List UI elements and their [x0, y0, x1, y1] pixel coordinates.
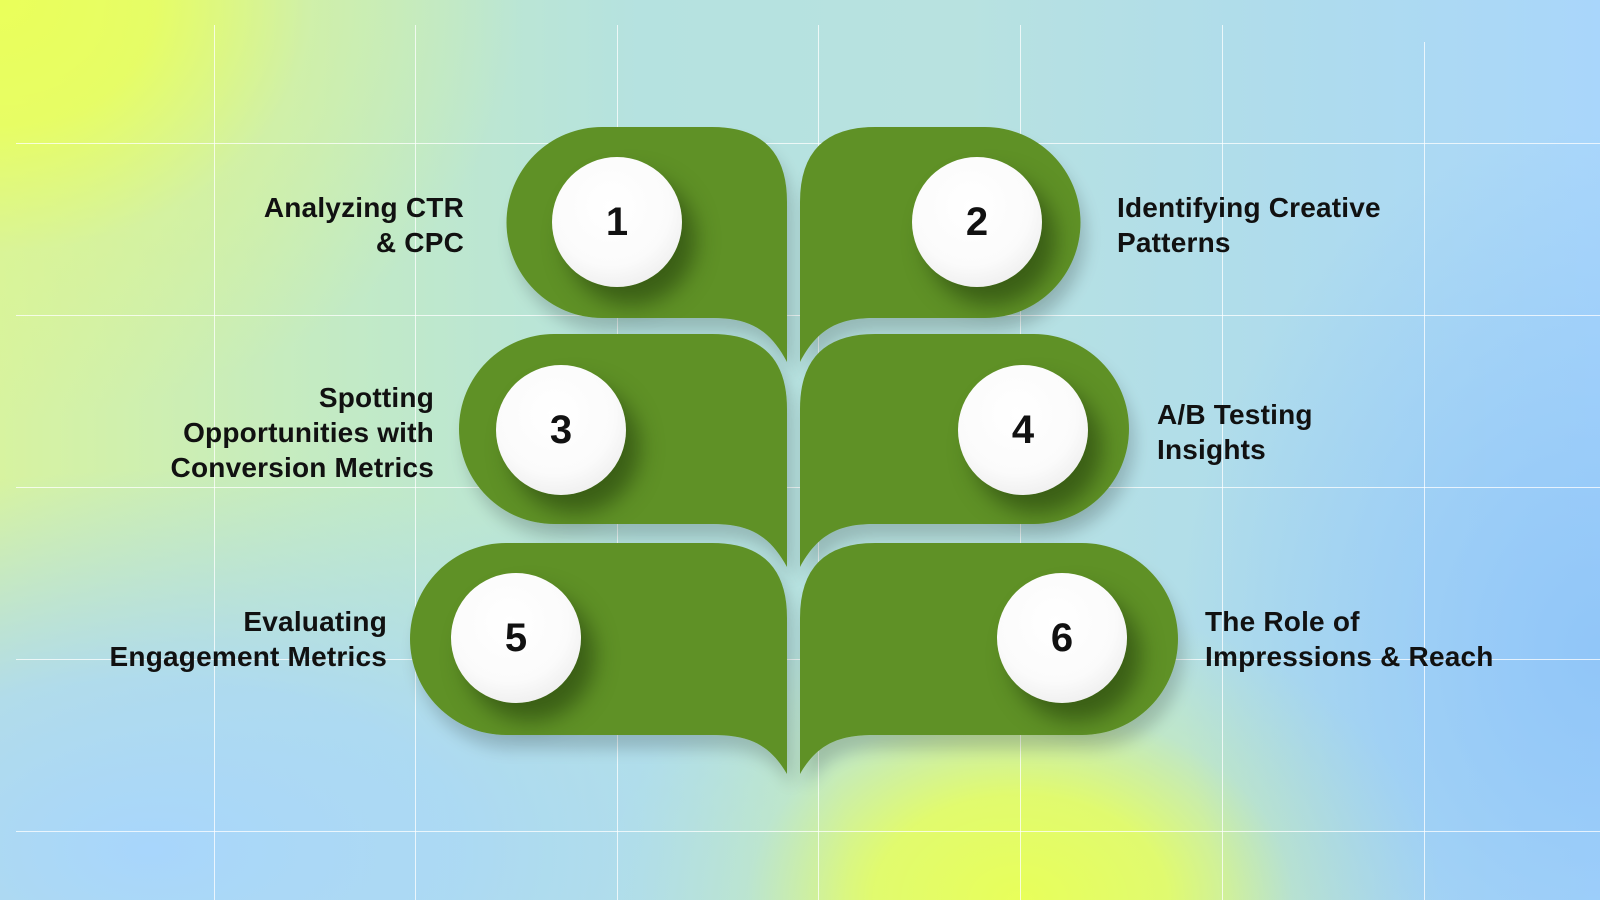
grid-line — [415, 25, 416, 900]
step-number-badge-1: 1 — [552, 157, 682, 287]
step-label-5: Evaluating Engagement Metrics — [110, 604, 387, 674]
step-number-badge-2: 2 — [912, 157, 1042, 287]
step-label-6: The Role of Impressions & Reach — [1205, 604, 1494, 674]
step-label-1: Analyzing CTR & CPC — [264, 190, 464, 260]
grid-line — [1222, 25, 1223, 900]
step-label-line: Insights — [1157, 434, 1266, 465]
grid-line — [16, 143, 1600, 144]
step-label-2: Identifying Creative Patterns — [1117, 190, 1381, 260]
step-label-line: & CPC — [375, 227, 464, 258]
grid-line — [1424, 42, 1425, 900]
step-number-badge-3: 3 — [496, 365, 626, 495]
step-number-badge-5: 5 — [451, 573, 581, 703]
step-number-badge-6: 6 — [997, 573, 1127, 703]
step-label-line: Patterns — [1117, 227, 1231, 258]
step-label-line: The Role of — [1205, 606, 1360, 637]
step-label-3: Spotting Opportunities with Conversion M… — [171, 380, 434, 485]
step-label-line: Opportunities with — [183, 417, 434, 448]
step-number-badge-4: 4 — [958, 365, 1088, 495]
step-label-line: Impressions & Reach — [1205, 641, 1494, 672]
step-label-line: Engagement Metrics — [109, 641, 387, 672]
step-label-line: Analyzing CTR — [263, 192, 464, 223]
grid-line — [16, 831, 1600, 832]
step-label-4: A/B Testing Insights — [1157, 397, 1313, 467]
step-label-line: Spotting — [318, 382, 434, 413]
step-label-line: A/B Testing — [1157, 399, 1313, 430]
grid-line — [214, 25, 215, 900]
step-label-line: Conversion Metrics — [170, 452, 434, 483]
step-label-line: Identifying Creative — [1117, 192, 1381, 223]
step-label-line: Evaluating — [243, 606, 387, 637]
